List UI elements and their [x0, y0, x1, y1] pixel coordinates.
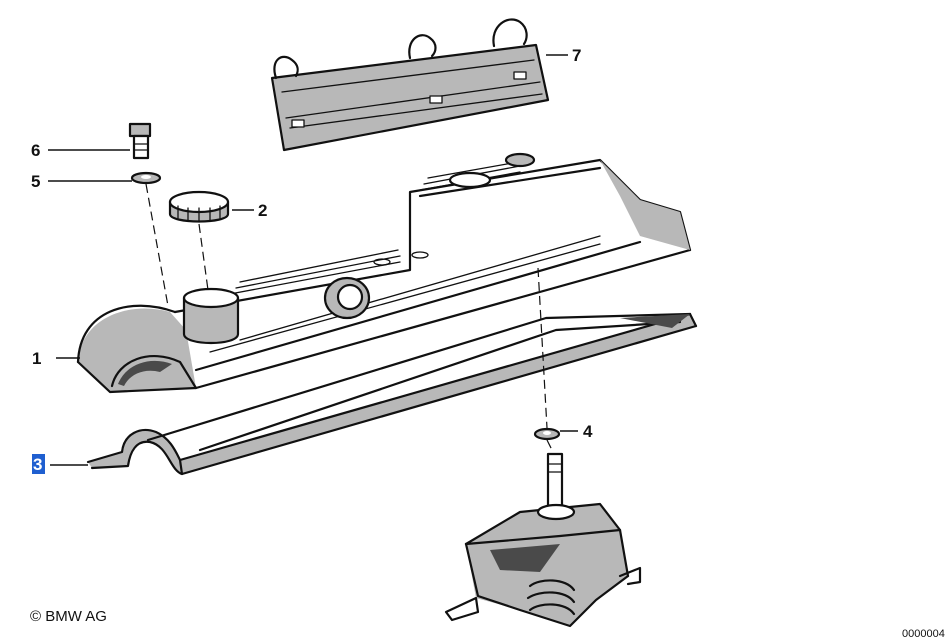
- callout-3-highlight: [32, 454, 45, 474]
- callout-2[interactable]: 2: [258, 201, 267, 220]
- callout-7[interactable]: 7: [572, 46, 581, 65]
- part-7-cover-strip: [270, 18, 550, 152]
- part-5-washer: [130, 171, 162, 185]
- callout-3[interactable]: 3: [33, 455, 42, 474]
- copyright-notice: © BMW AG: [30, 608, 107, 625]
- assembly-lines: [145, 183, 554, 453]
- part-4-grommet: [533, 427, 561, 441]
- part-6-bolt: [128, 122, 152, 160]
- leader-lines: [48, 54, 578, 466]
- callout-labels: 1 2 3 4 5 6 7: [31, 46, 593, 474]
- stud-and-bracket: [444, 452, 642, 628]
- part-3-gasket: [86, 312, 698, 476]
- part-2-filler-cap: [168, 190, 230, 223]
- callout-5[interactable]: 5: [31, 172, 40, 191]
- callout-4[interactable]: 4: [583, 422, 593, 441]
- callout-1[interactable]: 1: [32, 349, 41, 368]
- callout-6[interactable]: 6: [31, 141, 40, 160]
- part-1-valve-cover: [76, 152, 692, 394]
- part-number-fragment: 0000004: [902, 628, 945, 640]
